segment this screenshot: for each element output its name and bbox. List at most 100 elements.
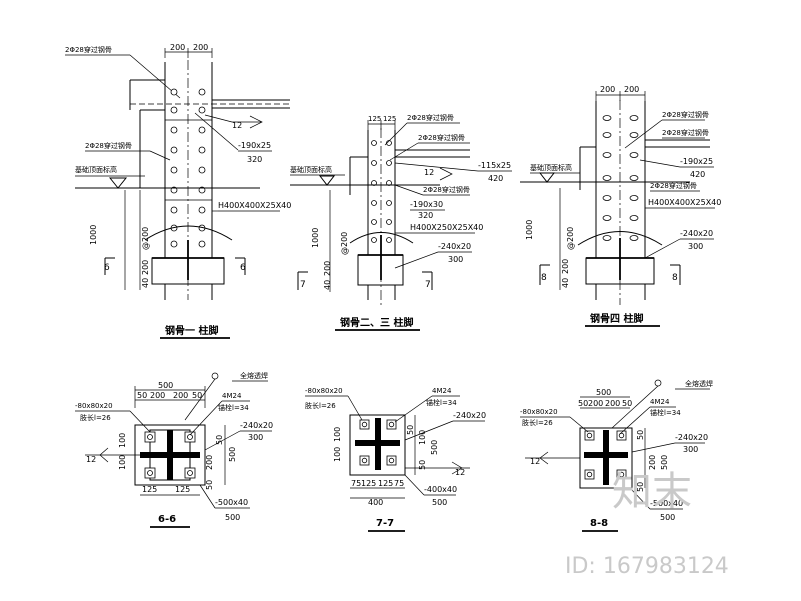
weld-size: 12 xyxy=(232,121,242,130)
weld-size: 12 xyxy=(424,168,434,177)
view-title: 钢骨四 柱脚 xyxy=(590,312,643,325)
stiffener-plate: -190x30 xyxy=(410,200,443,209)
angle-length: 肢长l=26 xyxy=(80,413,111,422)
watermark-id: ID: 167983124 xyxy=(565,554,729,579)
bolt-length: 锚栓l=34 xyxy=(426,398,457,407)
right-part-2: 200 xyxy=(648,455,657,470)
bolt-spec: 4M24 xyxy=(432,387,452,395)
top-part-4: 50 xyxy=(192,391,202,400)
base-plate-len: 300 xyxy=(688,242,703,251)
bottom-part-1: 125 xyxy=(142,485,157,494)
dim-spacing: @200 xyxy=(340,232,349,255)
weld-note: 全熔透焊 xyxy=(240,371,268,380)
angle-label: -80x80x20 xyxy=(520,408,558,416)
rebar-label-3: 2Φ28穿过钢骨 xyxy=(650,181,697,190)
rebar-label-3: 2Φ28穿过钢骨 xyxy=(423,185,470,194)
column-base-elevation-1: 200 200 2Φ28穿过钢骨 xyxy=(65,43,291,339)
section-mark-left: 6 xyxy=(104,263,110,273)
dim-top-left: 200 xyxy=(600,85,615,94)
dim-40: 40 xyxy=(141,278,150,288)
bolt-row xyxy=(359,419,397,466)
stiffener-plate-2: -115x25 xyxy=(478,161,511,170)
left-part-2: 100 xyxy=(118,455,127,470)
stiffener-plate: -190x25 xyxy=(680,157,713,166)
dim-1000: 1000 xyxy=(525,220,534,240)
base-length: 500 xyxy=(432,498,447,507)
top-part-4: 50 xyxy=(622,399,632,408)
bottom-part-4: 75 xyxy=(394,479,404,488)
plate-label: -240x20 xyxy=(453,411,486,420)
view-title: 钢骨二、三 柱脚 xyxy=(340,316,413,329)
dim-top-right: 200 xyxy=(193,43,208,52)
dim-spacing: @200 xyxy=(141,227,150,250)
left-part-1: 100 xyxy=(333,427,342,442)
weld-size: 12 xyxy=(455,468,465,477)
section-mark-left: 8 xyxy=(541,273,547,283)
weld-size: 12 xyxy=(86,455,96,464)
dim-40: 40 xyxy=(561,278,570,288)
section-7-7: -80x80x20 肢长l=26 4M24 锚栓l=34 -240x20 12 … xyxy=(305,387,486,532)
right-part-4: 50 xyxy=(418,460,427,470)
stiffener-plate-len: 420 xyxy=(690,170,705,179)
plate-length: 300 xyxy=(683,445,698,454)
angle-label: -80x80x20 xyxy=(305,387,343,395)
dim-top-left: 200 xyxy=(170,43,185,52)
steel-section: H400X400X25X40 xyxy=(218,201,291,210)
ground-label: 基础顶面标高 xyxy=(290,165,332,174)
section-mark-right: 7 xyxy=(425,280,431,290)
angle-length: 肢长l=26 xyxy=(522,418,553,427)
bolt-length: 锚栓l=34 xyxy=(218,403,249,412)
plate-length: 300 xyxy=(248,433,263,442)
top-part-1: 50 xyxy=(137,391,147,400)
right-part-1: 50 xyxy=(215,435,224,445)
right-part-1: 50 xyxy=(636,430,645,440)
right-part-4: 50 xyxy=(636,482,645,492)
dim-1000: 1000 xyxy=(89,225,98,245)
top-part-3: 200 xyxy=(173,391,188,400)
section-6-6: 500 50 200 200 50 -80x80x20 肢长l=26 4M24 … xyxy=(75,371,273,528)
dim-200b: 200 xyxy=(323,261,332,276)
base-plate: -240x20 xyxy=(438,242,471,251)
watermark-logo: 知末 xyxy=(612,469,692,515)
ground-label: 基础顶面标高 xyxy=(75,165,117,174)
bottom-part-3: 125 xyxy=(378,479,393,488)
section-mark-right: 6 xyxy=(240,263,246,273)
base-plate: -240x20 xyxy=(680,229,713,238)
top-part-2: 200 xyxy=(588,399,603,408)
bottom-part-1: 75 xyxy=(351,479,361,488)
right-part-2: 200 xyxy=(205,455,214,470)
dim-40: 40 xyxy=(323,280,332,290)
right-part-1: 50 xyxy=(406,425,415,435)
bottom-part-2: 125 xyxy=(361,479,376,488)
dim-spacing: @200 xyxy=(566,227,575,250)
section-top-total: 500 xyxy=(596,388,611,397)
weld-size: 12 xyxy=(530,457,540,466)
view-title: 钢骨一 柱脚 xyxy=(165,324,218,337)
bolt-row xyxy=(371,140,392,243)
section-8-8: 500 50 200 200 50 -80x80x20 肢长l=26 4M24 … xyxy=(520,379,713,532)
dim-top-right: 125 xyxy=(383,115,396,123)
right-part-2: 100 xyxy=(418,430,427,445)
base-label: -500x40 xyxy=(215,498,248,507)
bolt-length: 锚栓l=34 xyxy=(650,408,681,417)
plate-label: -240x20 xyxy=(240,421,273,430)
rebar-label: 2Φ28穿过钢骨 xyxy=(662,110,709,119)
dim-200b: 200 xyxy=(561,259,570,274)
base-length: 500 xyxy=(660,513,675,522)
left-part-2: 100 xyxy=(333,447,342,462)
right-part-3: 500 xyxy=(430,440,439,455)
base-plate-len: 300 xyxy=(448,255,463,264)
dim-200b: 200 xyxy=(141,260,150,275)
bolt-spec: 4M24 xyxy=(222,392,242,400)
section-title: 6-6 xyxy=(158,514,176,525)
dim-top-left: 125 xyxy=(368,115,381,123)
top-part-3: 200 xyxy=(605,399,620,408)
rebar-label-2: 2Φ28穿过钢骨 xyxy=(662,128,709,137)
ground-label: 基础顶面标高 xyxy=(530,163,572,172)
bolt-row xyxy=(602,115,639,241)
angle-label: -80x80x20 xyxy=(75,402,113,410)
section-top-total: 500 xyxy=(158,381,173,390)
bolt-row xyxy=(584,430,627,480)
base-label: -500x40 xyxy=(650,499,683,508)
